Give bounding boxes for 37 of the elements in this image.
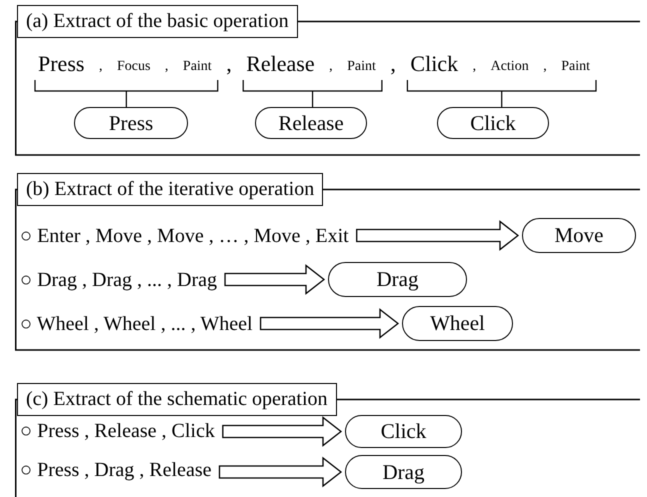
block-arrow bbox=[218, 456, 342, 488]
section-heading: (a) Extract of the basic operation bbox=[17, 5, 298, 38]
section-frame bbox=[15, 5, 640, 155]
operation-pill: Click bbox=[437, 107, 549, 139]
separator: , bbox=[226, 53, 232, 76]
operation-pill: Press bbox=[74, 107, 188, 139]
operation-pill: Drag bbox=[345, 455, 462, 489]
block-arrow bbox=[224, 264, 326, 295]
event-token: Focus bbox=[116, 60, 150, 74]
block-arrow bbox=[222, 416, 342, 447]
event-sequence: ○ Enter , Move , Move , … , Move , Exit bbox=[20, 224, 349, 248]
separator: , bbox=[390, 53, 396, 76]
operation-pill: Move bbox=[522, 218, 636, 253]
event-token: Press bbox=[38, 53, 84, 76]
section-heading: (c) Extract of the schematic operation bbox=[17, 383, 337, 416]
section-heading: (b) Extract of the iterative operation bbox=[17, 173, 324, 206]
event-sequence: ○ Wheel , Wheel , ... , Wheel bbox=[20, 312, 253, 336]
event-token: Click bbox=[410, 53, 458, 76]
operation-pill: Wheel bbox=[402, 306, 513, 341]
block-arrow bbox=[260, 308, 400, 339]
event-sequence: ○ Press , Drag , Release bbox=[20, 458, 212, 482]
event-sequence: ○ Drag , Drag , ... , Drag bbox=[20, 268, 218, 292]
event-token: Paint bbox=[182, 60, 212, 74]
separator: , bbox=[98, 60, 102, 74]
operation-pill: Release bbox=[255, 107, 367, 139]
separator: , bbox=[543, 60, 547, 74]
separator: , bbox=[329, 60, 333, 74]
event-token: Paint bbox=[347, 60, 376, 74]
event-token: Paint bbox=[561, 60, 590, 74]
operation-pill: Click bbox=[345, 415, 462, 448]
operation-pill: Drag bbox=[328, 262, 467, 297]
event-sequence: ○ Press , Release , Click bbox=[20, 419, 215, 443]
separator: , bbox=[164, 60, 168, 74]
event-token: Release bbox=[246, 53, 315, 76]
event-token: Action bbox=[490, 60, 529, 74]
separator: , bbox=[472, 60, 476, 74]
block-arrow bbox=[356, 220, 520, 251]
